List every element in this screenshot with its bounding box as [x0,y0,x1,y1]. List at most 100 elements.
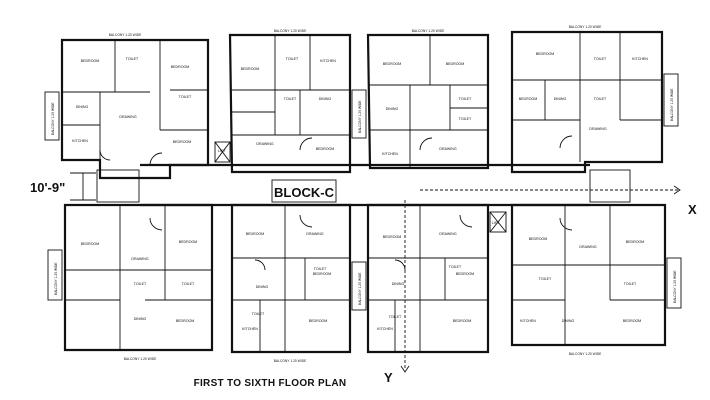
room-label-kitchen: KITCHEN [320,59,336,63]
room-label-toilet: TOILET [449,265,462,269]
room-label-toilet: TOILET [389,315,402,319]
balcony-label: BALCONY 1.20 WIDE [54,262,58,295]
room-label-kitchen: KITCHEN [520,319,536,323]
balcony-label: BALCONY 1.20 WIDE [358,100,362,133]
room-label-bedroom: BEDROOM [446,62,465,66]
lift-lower [489,211,507,233]
room-label-bedroom: BEDROOM [383,235,402,239]
lift-shafts [214,141,507,233]
room-label-toilet: TOILET [252,312,265,316]
room-label-bedroom: BEDROOM [179,240,198,244]
room-label-bedroom: BEDROOM [529,237,548,241]
plan-title: FIRST TO SIXTH FLOOR PLAN [194,378,347,389]
room-label-kitchen: KITCHEN [377,327,393,331]
door-swings [99,135,573,271]
room-label-bedroom: BEDROOM [623,319,642,323]
room-label-toilet: TOILET [459,117,472,121]
flat-upper-mid-right [366,33,490,170]
room-label-kitchen: KITCHEN [632,57,648,61]
flat-lower-right [510,203,667,347]
flat-upper-mid-left [228,33,352,174]
room-label-bedroom: BEDROOM [456,272,475,276]
room-label-drawing: DRAWING [439,147,456,151]
room-label-toilet: TOILET [286,57,299,61]
balcony-label: BALCONY 1.20 WIDE [274,29,307,33]
room-label-toilet: TOILET [539,277,552,281]
dimension-label: 10'-9" [30,180,65,195]
room-label-bedroom: BEDROOM [626,240,645,244]
room-label-toilet: TOILET [314,267,327,271]
room-label-drawing: DRAWING [589,127,606,131]
room-label-bedroom: BEDROOM [316,147,335,151]
stair-left [96,169,140,203]
room-label-kitchen: KITCHEN [242,327,258,331]
lift-upper-label: LIFT [218,149,226,153]
balcony-label: BALCONY 1.20 WIDE [358,272,362,305]
flat-upper-left [60,38,210,180]
room-label-toilet: TOILET [594,97,607,101]
room-label-bedroom: BEDROOM [176,319,195,323]
room-label-bedroom: BEDROOM [519,97,538,101]
balcony-label: BALCONY 1.20 WIDE [274,359,307,363]
room-label-bedroom: BEDROOM [383,62,402,66]
room-label-toilet: TOILET [594,57,607,61]
room-label-dining: DINING [134,317,147,321]
room-label-dining: DINING [562,319,575,323]
balcony-label: BALCONY 1.20 WIDE [673,270,677,303]
room-label-kitchen: KITCHEN [72,139,88,143]
room-label-kitchen: KITCHEN [382,152,398,156]
room-label-drawing: DRAWING [119,115,136,119]
room-label-drawing: DRAWING [256,142,273,146]
room-label-drawing: DRAWING [131,257,148,261]
room-label-bedroom: BEDROOM [246,232,265,236]
flat-upper-right [510,30,664,174]
balcony-label: BALCONY 1.20 WIDE [124,357,157,361]
balcony-label: BALCONY 1.20 WIDE [670,88,674,121]
block-label: BLOCK-C [274,185,335,200]
room-label-bedroom: BEDROOM [81,242,100,246]
room-label-dining: DINING [386,107,399,111]
room-label-toilet: TOILET [284,97,297,101]
room-label-bedroom: BEDROOM [313,272,332,276]
balcony-label: BALCONY 1.20 WIDE [569,25,602,29]
lift-upper [214,141,231,163]
room-label-dining: DINING [554,97,567,101]
section-x-label: X [688,202,697,217]
room-label-bedroom: BEDROOM [81,59,100,63]
block-label-box [271,179,337,203]
room-label-bedroom: BEDROOM [171,65,190,69]
room-label-toilet: TOILET [459,97,472,101]
room-label-toilet: TOILET [624,282,637,286]
stair-right [589,169,631,203]
balcony-label: BALCONY 1.20 WIDE [569,352,602,356]
room-label-dining: DINING [76,105,89,109]
room-label-bedroom: BEDROOM [173,140,192,144]
room-label-dining: DINING [256,285,269,289]
room-label-drawing: DRAWING [579,245,596,249]
room-label-drawing: DRAWING [439,232,456,236]
room-label-toilet: TOILET [134,282,147,286]
room-label-bedroom: BEDROOM [309,319,328,323]
balcony-label: BALCONY 1.20 WIDE [51,102,55,135]
dimension-marker [70,172,96,201]
lift-lower-label: LIFT [492,221,500,225]
flat-lower-left [63,203,214,352]
balcony-strips [44,73,682,311]
room-label-toilet: TOILET [179,95,192,99]
room-label-drawing: DRAWING [306,232,323,236]
balcony-label: BALCONY 1.20 WIDE [412,29,445,33]
section-y-label: Y [384,370,393,385]
room-label-dining: DINING [392,282,405,286]
room-label-dining: DINING [319,97,332,101]
internal-partitions [62,32,665,352]
room-label-toilet: TOILET [182,282,195,286]
room-label-bedroom: BEDROOM [241,67,260,71]
room-label-bedroom: BEDROOM [453,319,472,323]
section-lines [400,185,681,373]
staircases [96,169,631,203]
balcony-label: BALCONY 1.20 WIDE [109,33,142,37]
room-label-toilet: TOILET [126,57,139,61]
room-label-bedroom: BEDROOM [536,52,555,56]
